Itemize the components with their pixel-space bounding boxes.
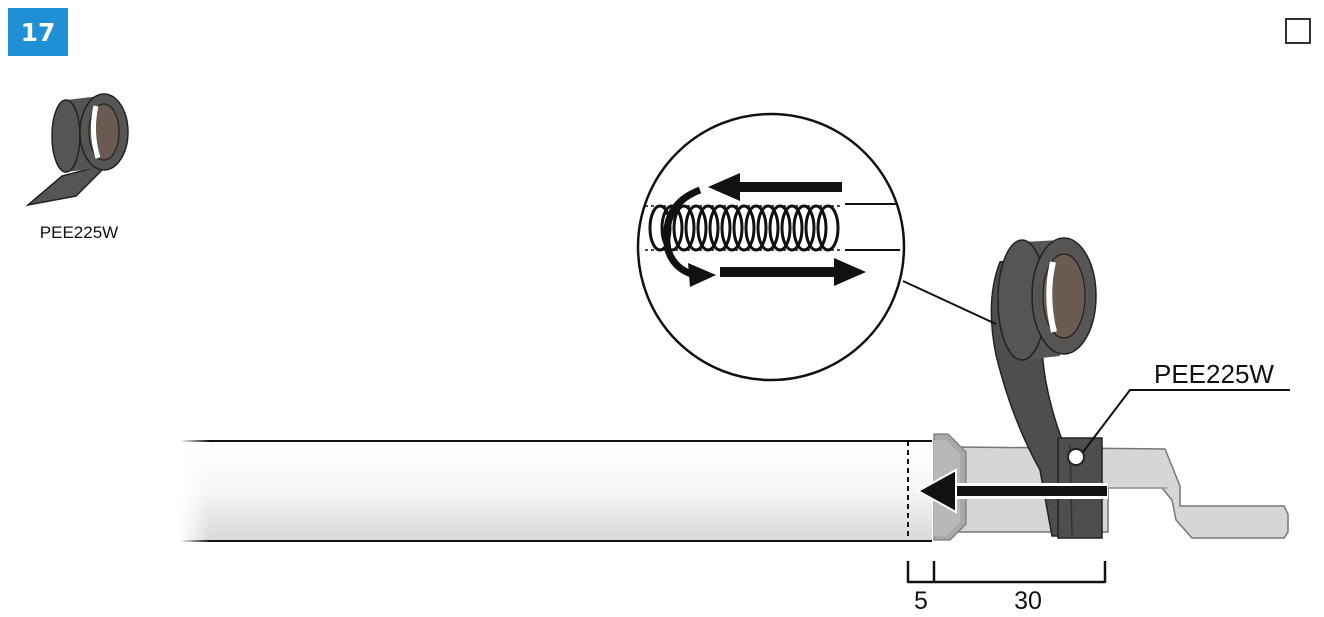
arrow-left-icon: [708, 173, 842, 201]
callout-leader: [1082, 389, 1290, 453]
arrow-left-icon: [915, 468, 1108, 514]
callout-dot: [1067, 448, 1085, 466]
detail-leader: [902, 280, 997, 325]
dimension-long-label: 30: [1014, 587, 1042, 615]
dimension-short-label: 5: [914, 587, 928, 615]
callout-label: PEE225W: [1154, 359, 1274, 389]
arrow-right-icon: [720, 258, 866, 286]
dimension-bracket: [906, 561, 1107, 584]
step-number-badge: 17: [8, 8, 68, 56]
tape-roll-icon: [25, 93, 129, 207]
tape-roll-applied: [990, 237, 1103, 539]
cable: [180, 438, 932, 544]
checkbox-icon[interactable]: [1285, 18, 1311, 44]
wrap-direction-curve: [663, 186, 716, 287]
detail-magnifier: [636, 112, 906, 382]
tape-code-label: PEE225W: [40, 223, 118, 242]
